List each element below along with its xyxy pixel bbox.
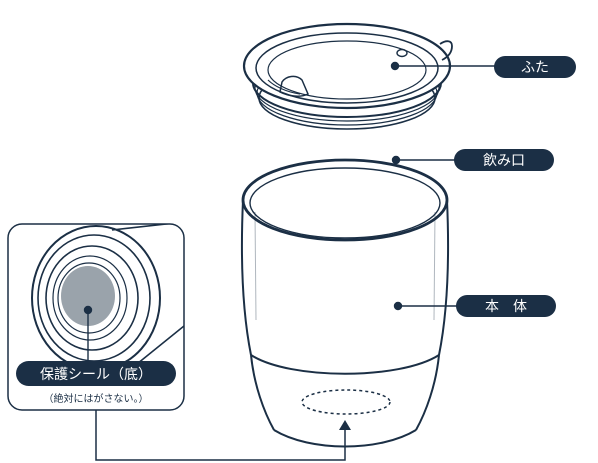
protective-seal: [61, 266, 115, 326]
cup-body: [240, 158, 450, 448]
connector-line: [95, 410, 351, 461]
lid: [242, 22, 453, 130]
leader-lines: [83, 61, 500, 362]
label-seal: 保護シール（底）: [16, 361, 176, 386]
svg-text:保護シール（底）: 保護シール（底）: [40, 367, 152, 383]
svg-text:飲み口: 飲み口: [483, 153, 525, 169]
svg-text:ふた: ふた: [521, 60, 549, 76]
label-mouth: 飲み口: [454, 149, 554, 171]
arrow-head: [339, 420, 351, 430]
svg-text:本 体: 本 体: [485, 299, 527, 315]
label-lid: ふた: [494, 56, 576, 78]
label-body: 本 体: [456, 295, 556, 317]
seal-note: （絶対にはがさない。）: [44, 392, 149, 405]
